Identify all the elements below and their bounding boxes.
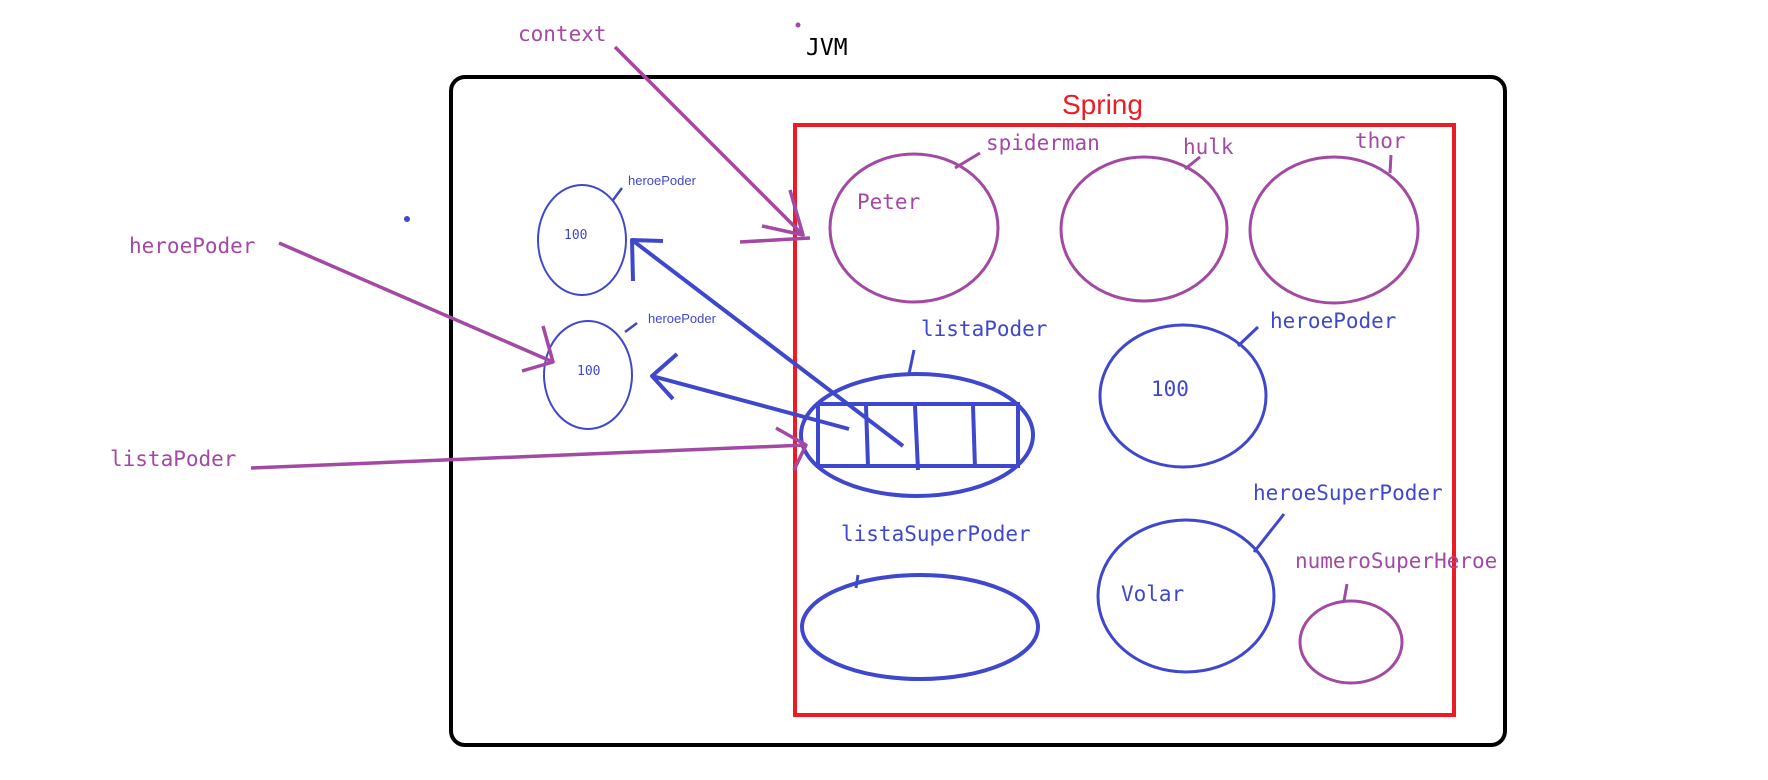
stray-dot-blue <box>404 216 410 222</box>
bean-heroe-poder-value: 100 <box>1151 377 1189 401</box>
bean-hulk: hulk <box>1059 135 1234 303</box>
spring-label: Spring <box>1062 89 1143 120</box>
bean-numero-super-heroe: numeroSuperHeroe <box>1295 549 1497 685</box>
jvm-object-2-value: 100 <box>577 364 600 379</box>
bean-heroe-super-poder-label: heroeSuperPoder <box>1253 481 1443 505</box>
lista-poder-reference: listaPoder <box>110 426 808 471</box>
spring-box <box>793 123 1456 717</box>
lista-poder-element-arrows <box>630 238 905 448</box>
bean-lista-super-poder: listaSuperPoder <box>800 522 1040 681</box>
bean-numero-super-heroe-label: numeroSuperHeroe <box>1295 549 1497 573</box>
jvm-heroe-poder-object-1: 100 heroePoder <box>537 173 697 296</box>
jvm-object-2-label: heroePoder <box>648 311 717 326</box>
context-reference: context <box>518 22 811 244</box>
bean-spiderman: spiderman Peter <box>828 131 1100 304</box>
jvm-object-1-value: 100 <box>564 228 587 243</box>
bean-heroe-poder-label: heroePoder <box>1270 309 1396 333</box>
bean-hulk-label: hulk <box>1183 135 1234 159</box>
bean-heroe-poder: heroePoder 100 <box>1098 309 1396 469</box>
jvm-label: JVM <box>806 35 848 61</box>
bean-thor-label: thor <box>1355 129 1406 153</box>
jvm-heroe-poder-object-2: 100 heroePoder <box>543 311 717 430</box>
bean-lista-poder-label: listaPoder <box>921 317 1047 341</box>
bean-spiderman-label: spiderman <box>986 131 1100 155</box>
bean-lista-super-poder-label: listaSuperPoder <box>841 522 1031 546</box>
heroe-poder-external-label: heroePoder <box>129 234 255 258</box>
bean-heroe-super-poder: heroeSuperPoder Volar <box>1096 481 1443 674</box>
context-label: context <box>518 22 607 46</box>
bean-thor: thor <box>1248 129 1420 305</box>
heroe-poder-reference: heroePoder <box>129 234 555 373</box>
stray-dot <box>795 22 801 28</box>
jvm-box <box>449 75 1507 747</box>
lista-poder-external-label: listaPoder <box>110 447 236 471</box>
jvm-object-1-label: heroePoder <box>628 173 697 188</box>
bean-heroe-super-poder-value: Volar <box>1121 582 1184 606</box>
bean-lista-poder: listaPoder <box>799 317 1047 498</box>
bean-spiderman-value: Peter <box>857 190 920 214</box>
